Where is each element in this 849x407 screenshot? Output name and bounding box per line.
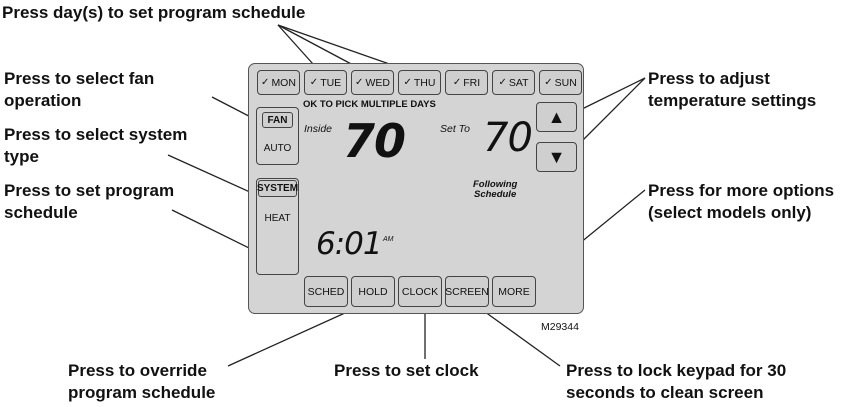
check-icon: ✓	[498, 77, 507, 88]
day-button-wed[interactable]: ✓WED	[351, 70, 394, 95]
day-button-tue[interactable]: ✓TUE	[304, 70, 347, 95]
screen-label: SCREEN	[445, 285, 489, 298]
more-label: MORE	[498, 285, 530, 298]
status-line2: Schedule	[474, 189, 517, 200]
callout-sched-line1: Press to set program	[4, 181, 175, 200]
callout-system-line2: type	[4, 147, 39, 166]
inside-temperature: 70	[343, 114, 406, 168]
callout-fan-line2: operation	[4, 91, 82, 110]
check-icon: ✓	[452, 77, 462, 88]
arrow-down-icon: ▼	[547, 146, 566, 167]
screen-button[interactable]: SCREEN	[445, 276, 489, 307]
day-button-fri[interactable]: ✓FRI	[445, 70, 488, 95]
day-button-mon[interactable]: ✓MON	[257, 70, 300, 95]
model-code: M29344	[541, 321, 579, 333]
thermostat-screen: ✓MON ✓TUE ✓WED ✓THU ✓FRI ✓SAT ✓SUN OK TO…	[248, 63, 584, 314]
temp-up-button[interactable]: ▲	[536, 102, 577, 132]
callout-system-line1: Press to select system	[4, 125, 188, 144]
check-icon: ✓	[309, 77, 319, 88]
callout-days: Press day(s) to set program schedule	[2, 3, 306, 22]
day-button-sun[interactable]: ✓SUN	[539, 70, 582, 95]
callout-more-line1: Press for more options	[648, 181, 835, 200]
hold-label: HOLD	[358, 285, 388, 298]
callout-temp-line2: temperature settings	[648, 91, 817, 110]
day-button-sat[interactable]: ✓SAT	[492, 70, 535, 95]
system-button[interactable]: SYSTEM HEAT	[256, 178, 299, 275]
callout-clock: Press to set clock	[334, 361, 479, 380]
inside-label: Inside	[304, 123, 333, 135]
check-icon: ✓	[544, 77, 553, 88]
am-pm-indicator: AM	[383, 236, 394, 243]
clock-label: CLOCK	[401, 285, 439, 298]
more-button[interactable]: MORE	[492, 276, 536, 307]
system-title: SYSTEM	[257, 180, 298, 197]
callout-hold-line1: Press to override	[68, 361, 207, 380]
arrow-up-icon: ▲	[547, 106, 566, 127]
callout-sched-line2: schedule	[4, 203, 78, 222]
callout-fan-line1: Press to select fan	[4, 69, 155, 88]
callout-screen-line2: seconds to clean screen	[566, 383, 764, 402]
day-label: FRI	[463, 76, 481, 89]
temp-down-button[interactable]: ▼	[536, 142, 577, 172]
day-label: MON	[271, 76, 296, 89]
check-icon: ✓	[261, 77, 270, 88]
day-button-thu[interactable]: ✓THU	[398, 70, 441, 95]
set-temperature: 70	[483, 115, 533, 161]
callout-hold-line2: program schedule	[68, 383, 216, 402]
sched-button[interactable]: SCHED	[304, 276, 348, 307]
check-icon: ✓	[355, 77, 364, 88]
hold-button[interactable]: HOLD	[351, 276, 395, 307]
set-to-label: Set To	[440, 123, 470, 135]
callout-screen-line1: Press to lock keypad for 30	[566, 361, 787, 380]
check-icon: ✓	[403, 77, 412, 88]
system-mode: HEAT	[264, 213, 291, 224]
day-label: THU	[413, 76, 436, 89]
callout-temp-line1: Press to adjust	[648, 69, 770, 88]
status-line1: Following	[473, 179, 518, 190]
clock-button[interactable]: CLOCK	[398, 276, 442, 307]
multi-days-hint: OK TO PICK MULTIPLE DAYS	[303, 99, 436, 110]
clock-time: 6:01	[316, 226, 383, 262]
day-label: SUN	[554, 76, 577, 89]
day-label: TUE	[320, 76, 342, 89]
fan-mode: AUTO	[263, 143, 292, 154]
sched-label: SCHED	[307, 285, 345, 298]
fan-button[interactable]: FAN AUTO	[256, 107, 299, 165]
day-label: WED	[365, 76, 390, 89]
day-label: SAT	[508, 76, 529, 89]
fan-title: FAN	[262, 112, 293, 128]
callout-more-line2: (select models only)	[648, 203, 812, 222]
